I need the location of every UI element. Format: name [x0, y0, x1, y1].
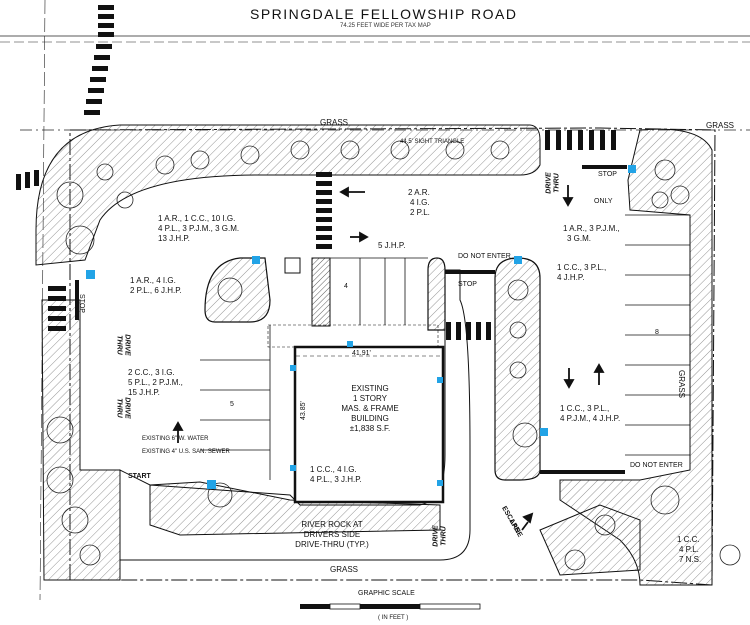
perimeter-landscape-left — [35, 124, 541, 266]
stop-label-center: STOP — [458, 281, 477, 288]
do-not-enter-right: DO NOT ENTER — [630, 462, 683, 469]
trees — [46, 140, 741, 571]
river-rock-line-2: DRIVERS SIDE — [303, 530, 361, 539]
only-label: ONLY — [594, 198, 613, 205]
parking-count-right: 8 — [655, 329, 659, 336]
stop-label-left: STOP — [78, 294, 85, 313]
building-dim-top: 41.91' — [352, 350, 371, 357]
parking-stalls-left — [200, 325, 271, 480]
crosswalk-left — [48, 286, 66, 331]
landscape-island-left — [204, 257, 271, 323]
crosswalk-mid — [446, 322, 491, 340]
plant-callout-6-line-1: 1 C.C., 3 P.L., — [557, 263, 607, 272]
plant-callout-6-line-2: 4 J.H.P. — [557, 273, 585, 282]
traffic-arrows — [172, 185, 605, 531]
plant-callout-3-line-2: 3 G.M. — [567, 234, 592, 243]
sight-triangle-label: 44.5' SIGHT TRIANGLE — [400, 139, 465, 145]
no-parking-hatch — [311, 257, 331, 327]
plant-callout-3-line-1: 1 A.R., 3 P.J.M., — [563, 224, 620, 233]
parking-count-left: 5 — [230, 401, 234, 408]
plant-callout-1-line-3: 13 J.H.P. — [158, 234, 190, 243]
bottom-right-landscape — [539, 504, 641, 576]
building-line-3: MAS. & FRAME — [341, 404, 399, 413]
stop-bars — [75, 165, 627, 474]
plant-callout-1-line-1: 1 A.R., 1 C.C., 10 I.G. — [158, 214, 236, 223]
building-line-5: ±1,838 S.F. — [349, 424, 391, 433]
graphic-scale-title: GRAPHIC SCALE — [358, 590, 415, 597]
plant-callout-10-line-1: 1 C.C. — [677, 535, 700, 544]
building-dim-side: 43.85' — [300, 401, 307, 420]
parking-stalls-right — [625, 214, 690, 456]
plant-callout-2-line-3: 2 P.L. — [410, 208, 430, 217]
plant-callout-8-line-1: 1 C.C., 3 P.L., — [560, 404, 610, 413]
plant-callout-9-line-1: 1 C.C., 4 I.G. — [310, 465, 357, 474]
plant-callout-8-line-2: 4 P.J.M., 4 J.H.P. — [560, 414, 621, 423]
left-edge-crosswalk — [16, 170, 39, 190]
road-name: SPRINGDALE FELLOWSHIP ROAD — [250, 6, 518, 22]
plant-callout-5-line-1: 1 A.R., 4 I.G. — [130, 276, 176, 285]
plant-callout-2-line-2: 4 I.G. — [410, 198, 430, 207]
crosswalk-center — [316, 172, 332, 249]
building-line-2: 1 STORY — [353, 394, 387, 403]
road-width-note: 74.25 FEET WIDE PER TAX MAP — [340, 23, 431, 29]
plant-callout-7-line-1: 2 C.C., 3 I.G. — [128, 368, 175, 377]
grass-label-top-right: GRASS — [706, 121, 735, 130]
landscape-island-center — [427, 257, 446, 331]
grass-label-bottom: GRASS — [330, 565, 359, 574]
existing-building — [293, 345, 445, 504]
grass-label-right: GRASS — [677, 370, 686, 399]
left-street-crosswalk — [84, 5, 114, 115]
landscape-island-right — [494, 257, 541, 481]
do-not-enter-top: DO NOT ENTER — [458, 253, 511, 260]
water-line-label: EXISTING 6" W. WATER — [142, 436, 209, 442]
parking-count-center: 4 — [344, 283, 348, 290]
graphic-scale-unit: ( IN FEET ) — [378, 615, 409, 621]
plant-callout-10-line-2: 4 P.L. — [679, 545, 699, 554]
start-label: START — [128, 473, 151, 480]
building-line-1: EXISTING — [351, 384, 389, 393]
plant-callout-2-line-1: 2 A.R. — [408, 188, 430, 197]
river-rock-line-3: DRIVE-THRU (TYP.) — [295, 540, 369, 549]
parking-stalls-center — [329, 257, 428, 325]
plant-callout-9-line-2: 4 P.L., 3 J.H.P. — [310, 475, 362, 484]
graphic-scale-bar — [300, 603, 481, 610]
plant-callout-4: 5 J.H.P. — [378, 241, 406, 250]
accessible-parking-sign — [284, 257, 301, 274]
river-rock-line-1: RIVER ROCK AT — [301, 520, 363, 529]
stop-label-top-right: STOP — [598, 171, 617, 178]
plant-callout-7-line-3: 15 J.H.P. — [128, 388, 160, 397]
sewer-line-label: EXISTING 4" U.S. SAN. SEWER — [142, 449, 230, 455]
plant-callout-10-line-3: 7 N.S. — [679, 555, 702, 564]
plant-callout-1-line-2: 4 P.L., 3 P.J.M., 3 G.M. — [158, 224, 240, 233]
grass-label-top: GRASS — [320, 118, 349, 127]
blue-markers — [86, 165, 636, 489]
plant-callout-7-line-2: 5 P.L., 2 P.J.M., — [128, 378, 183, 387]
building-line-4: BUILDING — [351, 414, 389, 423]
perimeter-landscape-right — [559, 128, 713, 586]
crosswalk-top-right — [545, 130, 616, 150]
plant-callout-5-line-2: 2 P.L., 6 J.H.P. — [130, 286, 182, 295]
perimeter-landscape-left-side — [41, 299, 121, 581]
